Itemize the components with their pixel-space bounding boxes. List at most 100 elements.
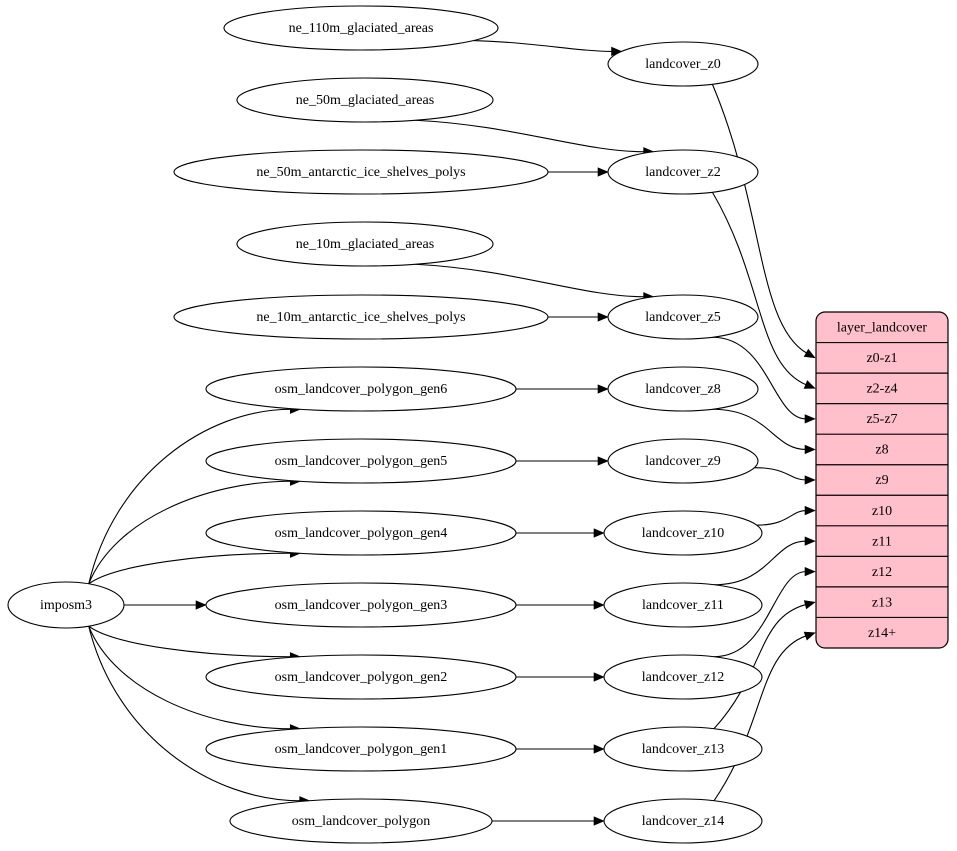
node-osm_landcover_polygon[interactable]: osm_landcover_polygon (229, 798, 493, 844)
node-landcover_z8[interactable]: landcover_z8 (607, 366, 759, 412)
layer-landcover-table[interactable]: layer_landcover z0-z1 z2-z4 z5-z7 z8 z9 z10 z11… (815, 311, 949, 649)
node-label: osm_landcover_polygon_gen4 (275, 526, 448, 541)
node-shape (236, 221, 494, 267)
arrowhead-osm_landcover_polygon-to-landcover_z14 (593, 816, 605, 826)
arrowhead-landcover_z12-to-layer_landcover:z12 (804, 566, 816, 577)
node-shape (205, 366, 517, 412)
edge-imposm3-to-osm_landcover_polygon_gen2 (88, 625, 292, 658)
table-row-z12[interactable]: z12 (872, 565, 892, 580)
node-shape (205, 654, 517, 700)
node-osm_landcover_polygon_gen6[interactable]: osm_landcover_polygon_gen6 (205, 366, 517, 412)
arrowhead-landcover_z2-to-layer_landcover:z2-z4 (803, 380, 816, 389)
node-shape (173, 294, 549, 340)
table-header-label: layer_landcover (837, 320, 928, 335)
node-landcover_z2[interactable]: landcover_z2 (607, 149, 759, 195)
node-shape (603, 798, 763, 844)
edge-landcover_z14-to-layer_landcover:z14+ (713, 635, 807, 802)
edge-landcover_z2-to-layer_landcover:z2-z4 (711, 191, 807, 386)
node-shape (607, 149, 759, 195)
node-osm_landcover_polygon_gen2[interactable]: osm_landcover_polygon_gen2 (205, 654, 517, 700)
arrowhead-osm_landcover_polygon_gen4-to-landcover_z10 (593, 528, 605, 538)
arrowhead-osm_landcover_polygon_gen1-to-landcover_z13 (593, 744, 605, 754)
node-ne_110m_glaciated_areas[interactable]: ne_110m_glaciated_areas (223, 5, 499, 51)
node-shape (607, 294, 759, 340)
node-landcover_z14[interactable]: landcover_z14 (603, 798, 763, 844)
table-row-z9[interactable]: z9 (875, 473, 888, 488)
node-ne_10m_antarctic_ice_shelves_polys[interactable]: ne_10m_antarctic_ice_shelves_polys (173, 294, 549, 340)
node-ne_50m_glaciated_areas[interactable]: ne_50m_glaciated_areas (236, 77, 494, 123)
node-label: ne_110m_glaciated_areas (289, 21, 434, 36)
node-label: osm_landcover_polygon_gen5 (275, 454, 448, 469)
edge-landcover_z9-to-layer_landcover:z9 (754, 467, 807, 481)
edge-landcover_z12-to-layer_landcover:z12 (713, 571, 807, 658)
edge-landcover_z11-to-layer_landcover:z11 (713, 540, 807, 586)
node-label: osm_landcover_polygon_gen1 (275, 742, 448, 757)
node-label: landcover_z12 (642, 670, 724, 685)
node-shape (607, 438, 759, 484)
edge-landcover_z8-to-layer_landcover:z8 (712, 408, 807, 451)
node-osm_landcover_polygon_gen5[interactable]: osm_landcover_polygon_gen5 (205, 438, 517, 484)
table-row-z8[interactable]: z8 (875, 443, 888, 458)
node-landcover_z11[interactable]: landcover_z11 (603, 582, 763, 628)
node-label: landcover_z11 (642, 598, 724, 613)
node-osm_landcover_polygon_gen3[interactable]: osm_landcover_polygon_gen3 (205, 582, 517, 628)
node-osm_landcover_polygon_gen4[interactable]: osm_landcover_polygon_gen4 (205, 510, 517, 556)
edge-landcover_z5-to-layer_landcover:z5-z7 (712, 336, 807, 420)
arrowhead-osm_landcover_polygon_gen2-to-landcover_z12 (593, 672, 605, 682)
table-background (815, 311, 949, 649)
node-shape (7, 581, 125, 629)
arrowhead-landcover_z9-to-layer_landcover:z9 (804, 475, 816, 485)
edge-imposm3-to-osm_landcover_polygon (88, 626, 301, 802)
node-label: landcover_z13 (642, 742, 724, 757)
node-label: osm_landcover_polygon_gen6 (275, 382, 448, 397)
node-shape (607, 41, 759, 87)
node-label: landcover_z14 (642, 814, 724, 829)
table-row-z0-z1[interactable]: z0-z1 (866, 351, 897, 366)
arrowhead-landcover_z14-to-layer_landcover:z14+ (803, 631, 816, 641)
node-shape (173, 149, 549, 195)
node-landcover_z9[interactable]: landcover_z9 (607, 438, 759, 484)
arrowhead-landcover_z11-to-layer_landcover:z11 (804, 536, 816, 546)
node-shape (205, 510, 517, 556)
node-landcover_z10[interactable]: landcover_z10 (603, 510, 763, 556)
table-row-z11[interactable]: z11 (872, 534, 892, 549)
edge-imposm3-to-osm_landcover_polygon_gen5 (88, 480, 292, 585)
arrowhead-landcover_z8-to-layer_landcover:z8 (804, 444, 816, 455)
node-label: osm_landcover_polygon_gen2 (275, 670, 448, 685)
node-label: ne_50m_glaciated_areas (296, 93, 434, 108)
table-row-z10[interactable]: z10 (872, 504, 892, 519)
node-label: landcover_z2 (645, 165, 720, 180)
node-label: landcover_z5 (645, 310, 720, 325)
edge-ne_50m_glaciated_areas-to-landcover_z2 (415, 119, 645, 153)
node-ne_10m_glaciated_areas[interactable]: ne_10m_glaciated_areas (236, 221, 494, 267)
node-imposm3[interactable]: imposm3 (7, 581, 125, 629)
node-landcover_z12[interactable]: landcover_z12 (603, 654, 763, 700)
table-row-z2-z4[interactable]: z2-z4 (866, 382, 897, 397)
arrowhead-osm_landcover_polygon_gen6-to-landcover_z8 (597, 384, 609, 394)
edge-ne_110m_glaciated_areas-to-landcover_z0 (473, 40, 613, 52)
node-label: ne_50m_antarctic_ice_shelves_polys (256, 165, 465, 180)
node-landcover_z5[interactable]: landcover_z5 (607, 294, 759, 340)
node-label: ne_10m_glaciated_areas (296, 237, 434, 252)
node-landcover_z0[interactable]: landcover_z0 (607, 41, 759, 87)
arrowhead-imposm3-to-osm_landcover_polygon_gen3 (195, 600, 207, 610)
table-row-z13[interactable]: z13 (872, 595, 892, 610)
node-shape (603, 510, 763, 556)
node-label: imposm3 (40, 598, 92, 613)
node-landcover_z13[interactable]: landcover_z13 (603, 726, 763, 772)
node-shape (223, 5, 499, 51)
edge-imposm3-to-osm_landcover_polygon_gen6 (88, 408, 292, 584)
arrowhead-osm_landcover_polygon_gen5-to-landcover_z9 (597, 456, 609, 466)
node-shape (205, 582, 517, 628)
node-label: osm_landcover_polygon (292, 814, 430, 829)
table-row-z14+[interactable]: z14+ (868, 626, 896, 641)
node-label: landcover_z8 (645, 382, 720, 397)
arrowhead-ne_50m_antarctic_ice_shelves_polys-to-landcover_z2 (597, 167, 609, 177)
node-label: landcover_z9 (645, 454, 720, 469)
arrowhead-osm_landcover_polygon_gen3-to-landcover_z11 (593, 600, 605, 610)
node-label: osm_landcover_polygon_gen3 (275, 598, 448, 613)
node-osm_landcover_polygon_gen1[interactable]: osm_landcover_polygon_gen1 (205, 726, 517, 772)
table-row-z5-z7[interactable]: z5-z7 (866, 412, 897, 427)
node-ne_50m_antarctic_ice_shelves_polys[interactable]: ne_50m_antarctic_ice_shelves_polys (173, 149, 549, 195)
